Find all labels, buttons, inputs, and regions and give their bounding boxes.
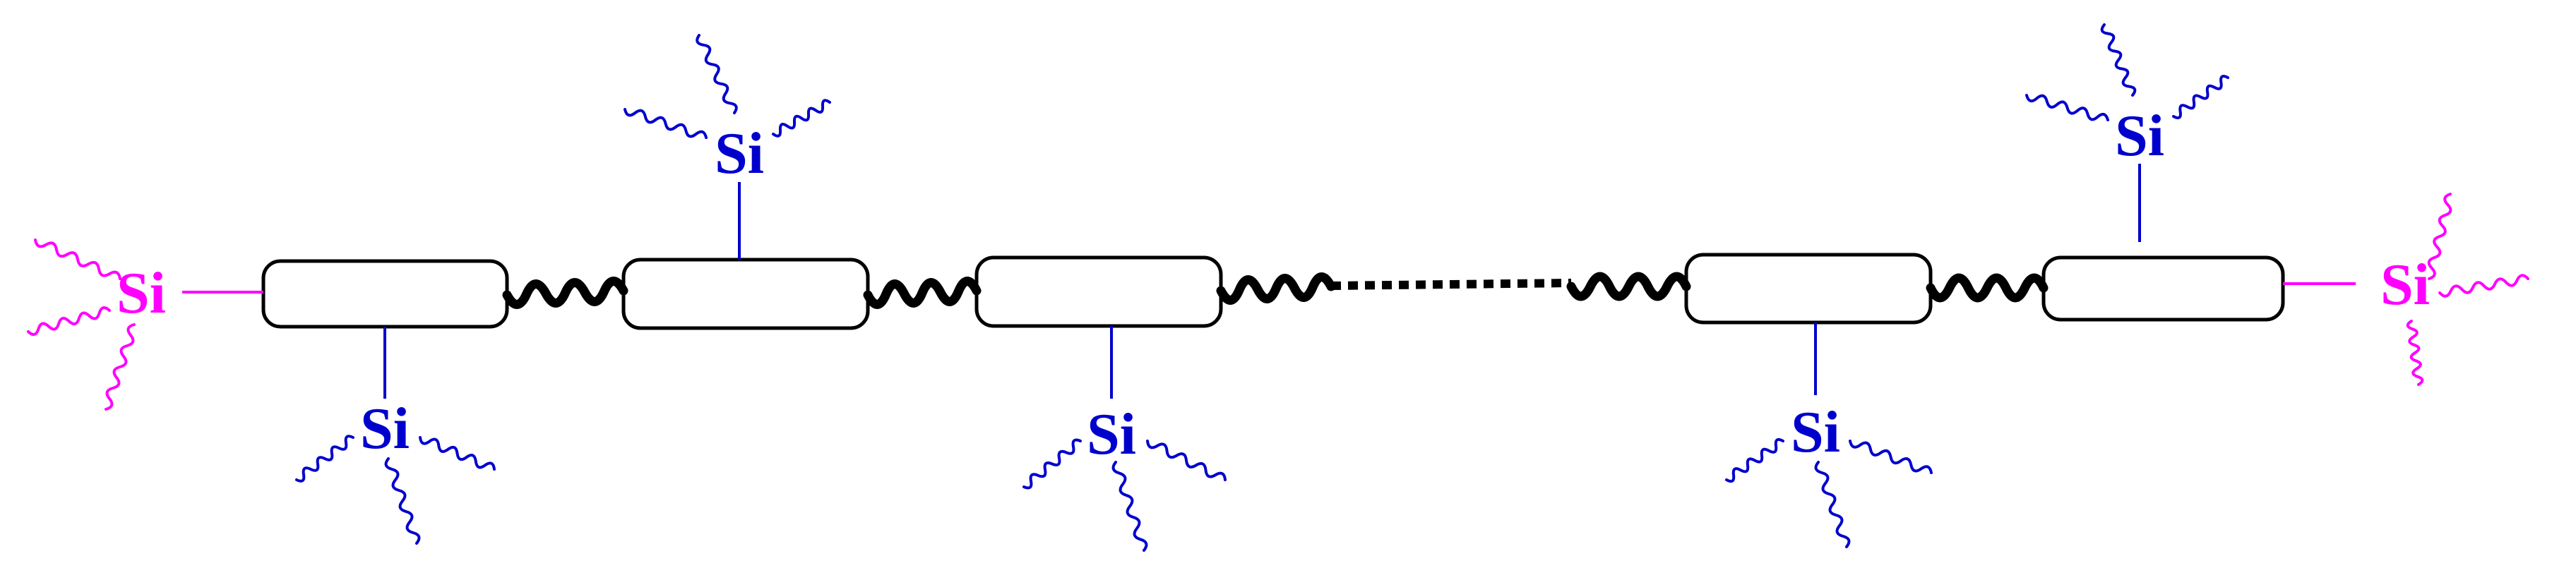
substituent-squiggle-9 (1111, 461, 1148, 552)
substituent-squiggle-17 (27, 306, 111, 337)
substituent-squiggle-3 (384, 457, 421, 545)
substituent-squiggle-21 (2406, 320, 2424, 386)
substituent-squiggle-14 (2172, 75, 2229, 119)
substituent-squiggle-7 (1022, 438, 1082, 490)
silane-label-4: Si (1791, 399, 1840, 465)
substituent-squiggle-2 (419, 436, 496, 471)
substituent-squiggle-1 (295, 435, 354, 483)
silane-stems (182, 164, 2356, 399)
substituent-squiggle-12 (1814, 461, 1851, 548)
wavy-linkers (502, 272, 2049, 309)
substituent-squiggle-11 (1849, 440, 1933, 474)
wavy-linker-1 (502, 277, 628, 309)
chain-continuation-dots (1330, 279, 1572, 290)
end-silane-label-right: Si (2380, 252, 2430, 318)
silane-label-5: Si (2115, 103, 2164, 169)
substituent-squiggle-13 (2025, 94, 2109, 121)
substituent-squiggle-6 (696, 34, 738, 114)
wavy-linker-3 (1216, 272, 1336, 305)
substituent-squiggle-8 (1146, 440, 1227, 481)
wavy-linker-2 (863, 277, 982, 309)
silane-label-3: Si (1087, 401, 1136, 467)
silane-substituents (27, 23, 2529, 552)
substituent-squiggle-18 (105, 323, 136, 411)
substituent-squiggle-10 (1725, 437, 1784, 483)
substituent-squiggle-20 (2438, 274, 2529, 298)
wavy-linker-4 (1566, 272, 1691, 301)
end-silane-label-left: Si (117, 260, 166, 326)
silane-label-2: Si (715, 121, 764, 186)
substituent-squiggle-5 (772, 99, 831, 138)
silane-label-1: Si (360, 396, 410, 461)
substituent-squiggle-16 (34, 238, 121, 280)
substituent-squiggle-4 (624, 108, 708, 139)
silane-labels: Si Si Si Si Si Si Si (117, 103, 2430, 467)
substituent-squiggle-15 (2100, 23, 2137, 97)
substituent-squiggle-19 (2427, 193, 2452, 280)
wavy-linker-5 (1926, 273, 2049, 303)
